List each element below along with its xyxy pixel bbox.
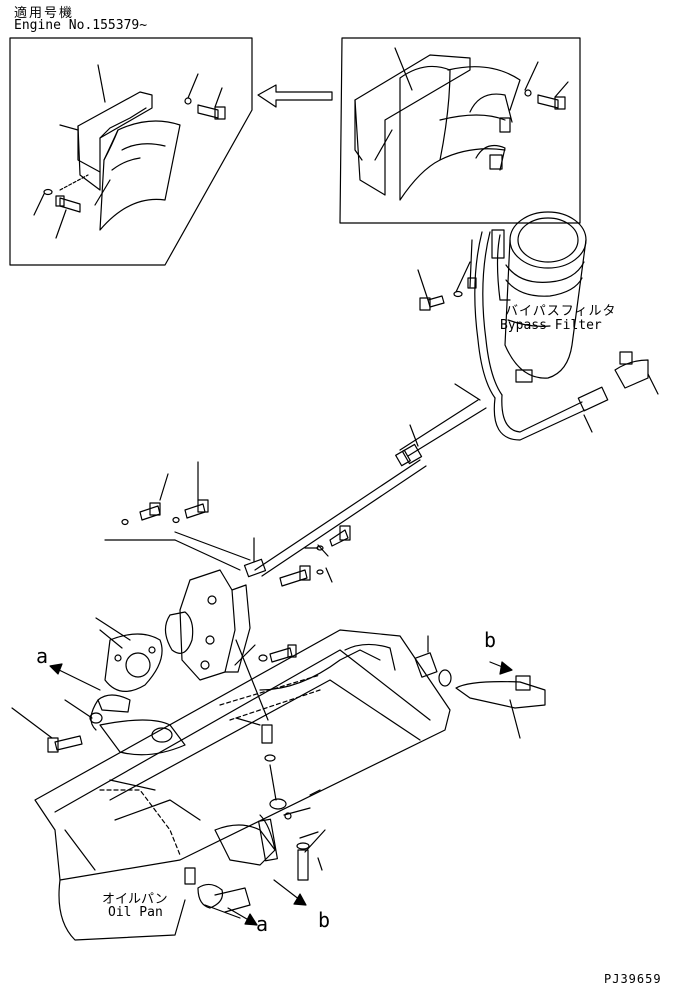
ref-marker-b-bottom: b <box>318 908 331 932</box>
applicable-model-label: 適用号機 <box>14 6 75 21</box>
return-hose <box>428 636 545 738</box>
filter-hoses <box>255 232 658 576</box>
bypass-filter-en-label: Bypass Filter <box>500 318 602 333</box>
ref-arrows <box>50 662 512 925</box>
inset-old-bracket <box>10 38 252 265</box>
arrow-left <box>258 85 332 107</box>
inset-new-bracket <box>340 38 580 223</box>
oil-pan-jp-label: オイルパン <box>102 892 168 907</box>
drawing-code: PJ39659 <box>604 972 662 986</box>
leader-lines <box>96 618 325 852</box>
oil-pan-en-label: Oil Pan <box>108 905 163 920</box>
oil-pump <box>105 462 350 680</box>
ref-marker-a-left: a <box>36 644 49 668</box>
oil-pan <box>35 630 451 940</box>
ref-marker-b-top: b <box>484 628 497 652</box>
engine-number-label: Engine No.155379~ <box>14 18 148 33</box>
bypass-filter-jp-label: バイパスフィルタ <box>505 304 617 319</box>
ref-marker-a-bottom: a <box>256 912 269 936</box>
pickup-tube <box>12 630 185 755</box>
bypass-filter <box>418 212 586 382</box>
